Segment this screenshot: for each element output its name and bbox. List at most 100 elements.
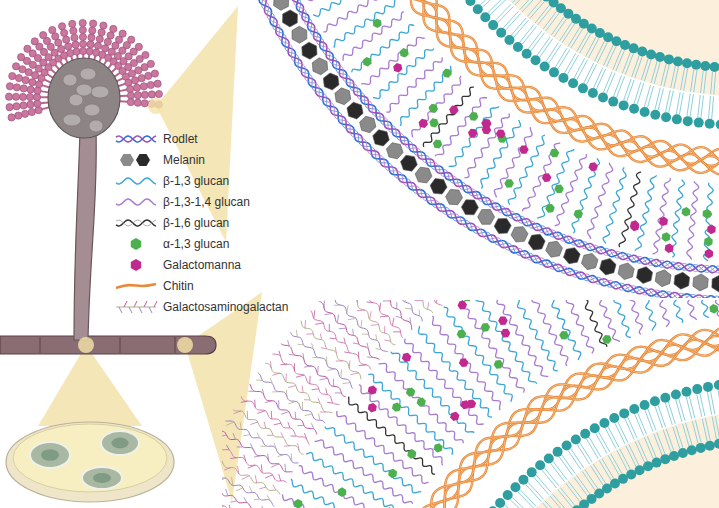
lipid-head xyxy=(682,58,692,68)
glucan-chain xyxy=(500,300,558,371)
conidia-chain xyxy=(49,26,56,33)
galactosaminogalactan-layer xyxy=(295,412,297,419)
galactosaminogalactan-layer xyxy=(270,378,272,383)
lipid-tail xyxy=(545,501,561,508)
glucan-chain xyxy=(368,374,452,455)
petri-dish xyxy=(41,449,59,461)
lipid-tail xyxy=(618,422,628,443)
lipid-head xyxy=(504,35,514,45)
conidia-chain xyxy=(127,92,134,99)
galactosaminogalactan-layer xyxy=(288,401,296,403)
galactosaminogalactan-layer xyxy=(312,357,318,358)
glucan-hexagon xyxy=(481,323,491,332)
legend-row: β-1,3-1,4 glucan xyxy=(114,191,288,212)
lipid-tail xyxy=(641,59,648,80)
petri-dish xyxy=(6,422,174,502)
conidia-chain xyxy=(13,103,20,110)
conidiophore xyxy=(40,337,41,353)
lipid-head xyxy=(655,52,665,62)
conidia-chain xyxy=(34,87,41,94)
galactosaminogalactan-layer xyxy=(274,443,276,449)
galactosaminogalactan-layer xyxy=(358,352,359,359)
melanin-layer xyxy=(430,179,447,195)
galactosaminogalactan-layer xyxy=(274,423,281,424)
legend-row: Chitin xyxy=(114,275,288,296)
lipid-head xyxy=(488,20,498,30)
melanin-layer xyxy=(494,218,511,233)
lipid-tail xyxy=(647,436,656,457)
lipid-tail xyxy=(676,92,680,114)
conidia-chain xyxy=(134,99,141,106)
galactosaminogalactan-layer xyxy=(321,348,327,349)
conidia-chain xyxy=(127,85,134,92)
lipid-tail xyxy=(531,33,545,51)
glucan-chain xyxy=(704,183,714,261)
lipid-tail xyxy=(576,475,589,494)
galactosaminogalactan-layer xyxy=(284,464,286,472)
glucan-hexagon xyxy=(705,249,714,259)
lipid-head xyxy=(599,418,609,428)
legend-label: β-1,3-1,4 glucan xyxy=(163,195,250,209)
legend-sample xyxy=(114,256,158,274)
lipid-head xyxy=(510,482,520,492)
melanin-layer xyxy=(712,275,719,292)
lipid-tail xyxy=(676,400,682,422)
legend-row: Rodlet xyxy=(114,128,288,149)
lipid-head xyxy=(608,97,618,107)
melanin-layer xyxy=(302,42,317,59)
galactosaminogalactan-layer xyxy=(255,475,257,483)
lipid-head xyxy=(660,454,670,464)
lipid-head xyxy=(619,100,629,110)
galactosaminogalactan-layer xyxy=(288,422,290,428)
lipid-tail xyxy=(520,0,535,10)
galactosaminogalactan-layer xyxy=(436,300,438,303)
galactosaminogalactan-layer xyxy=(384,340,390,341)
conidia-chain xyxy=(86,48,93,55)
galactosaminogalactan-layer xyxy=(291,435,297,436)
galactosaminogalactan-layer xyxy=(380,303,381,311)
lipid-head xyxy=(558,73,568,83)
glucan-hexagon xyxy=(433,140,442,149)
galactosaminogalactan-layer xyxy=(309,376,310,384)
lipid-tail xyxy=(668,402,675,424)
lipid-tail xyxy=(701,95,704,117)
lipid-tail xyxy=(406,0,719,120)
legend-label: α-1,3 glucan xyxy=(163,237,229,251)
glucan-hexagon xyxy=(707,225,716,235)
petri-dish xyxy=(111,438,128,449)
lipid-tail xyxy=(574,477,587,496)
glucan-hexagon xyxy=(519,145,529,153)
galactosaminogalactan-layer xyxy=(312,343,314,349)
glucan-chain xyxy=(432,316,500,410)
legend-sample xyxy=(116,306,156,307)
galactosaminogalactan-layer xyxy=(222,480,269,508)
glucan-hexagon xyxy=(294,499,302,508)
lipid-head xyxy=(652,458,662,468)
melanin-layer xyxy=(401,155,418,171)
galactosaminogalactan-layer xyxy=(259,487,266,489)
glucan-hexagon xyxy=(457,301,467,310)
melanin-layer xyxy=(274,0,289,10)
conidia-chain xyxy=(42,85,50,87)
petri-dish xyxy=(13,424,167,492)
lipid-tail xyxy=(712,96,714,118)
glucan-chain xyxy=(266,0,719,262)
galactosaminogalactan-layer xyxy=(289,354,295,356)
conidia-chain xyxy=(140,83,147,90)
chitin-fibre xyxy=(370,0,719,166)
chitin-fibre xyxy=(370,0,719,166)
conidia-chain xyxy=(41,107,49,109)
legend-sample xyxy=(154,301,157,307)
conidia-chain xyxy=(135,43,142,50)
conidia-chain xyxy=(98,29,105,36)
lipid-tail xyxy=(495,4,511,20)
lipid-tail xyxy=(644,85,650,107)
conidia-chain xyxy=(41,91,49,92)
galactosaminogalactan-layer xyxy=(240,422,241,430)
legend-sample xyxy=(116,199,156,205)
conidia-chain xyxy=(134,92,141,99)
glucan-hexagon xyxy=(393,63,402,72)
galactosaminogalactan-layer xyxy=(371,324,379,326)
galactosaminogalactan-layer xyxy=(281,432,284,437)
melanin-layer xyxy=(292,26,307,43)
